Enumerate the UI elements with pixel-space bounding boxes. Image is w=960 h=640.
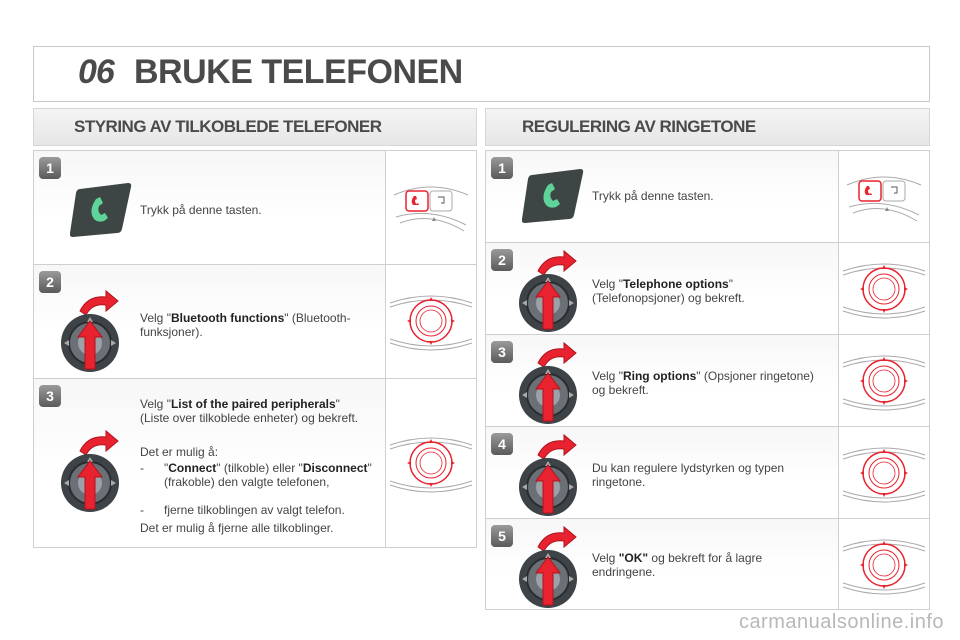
step-note: Det er mulig å: xyxy=(140,445,219,459)
dial-controls-figure xyxy=(838,519,929,609)
right-section-title: REGULERING AV RINGETONE xyxy=(522,117,756,136)
step-number-badge: 5 xyxy=(491,525,513,547)
step-footer-note: Det er mulig å fjerne alle tilkoblinger. xyxy=(140,521,334,535)
step-text: Trykk på denne tasten. xyxy=(592,189,714,203)
control-dial-icon xyxy=(842,263,926,319)
dial-controls-figure xyxy=(385,265,476,378)
left-step-2: 2 Velg "Bluetooth functions" (Bluetooth-… xyxy=(34,265,476,379)
step-number-badge: 3 xyxy=(39,385,61,407)
step-text: Velg "Telephone options" (Telefonopsjone… xyxy=(592,277,745,305)
bullet-dash: - xyxy=(140,503,144,517)
step-text: Velg "OK" og bekreft for å lagre endring… xyxy=(592,551,763,579)
right-section-header xyxy=(485,108,930,146)
steering-phone-icon xyxy=(393,186,469,232)
step-number-badge: 2 xyxy=(491,249,513,271)
right-step-5: 5 Velg "OK" og bekreft for å lagre endri… xyxy=(486,519,929,609)
header-band xyxy=(33,46,930,102)
footer-watermark: carmanualsonline.info xyxy=(738,611,944,633)
control-dial-icon xyxy=(842,447,926,503)
rotary-knob-icon xyxy=(518,434,578,517)
rotary-knob-icon xyxy=(518,342,578,425)
rotary-knob-icon xyxy=(60,290,120,373)
step-number-badge: 1 xyxy=(39,157,61,179)
dial-controls-figure xyxy=(838,243,929,334)
rotary-knob-icon xyxy=(60,430,120,513)
rotary-knob-icon xyxy=(518,250,578,333)
control-dial-icon xyxy=(389,295,473,351)
step-number-badge: 3 xyxy=(491,341,513,363)
right-steps-panel: 1 Trykk på denne tasten. 2 Velg "Telepho… xyxy=(485,150,930,610)
left-section-header xyxy=(33,108,477,146)
step-number-badge: 4 xyxy=(491,433,513,455)
right-step-3: 3 Velg "Ring options" (Opsjoner ringeton… xyxy=(486,335,929,427)
dial-controls-figure xyxy=(838,335,929,426)
control-dial-icon xyxy=(389,437,473,493)
rotary-knob-icon xyxy=(518,526,578,609)
right-step-2: 2 Velg "Telephone options" (Telefonopsjo… xyxy=(486,243,929,335)
phone-controls-figure xyxy=(385,151,476,264)
step-number-badge: 1 xyxy=(491,157,513,179)
phone-key-icon xyxy=(70,183,132,237)
step-text: Velg "Bluetooth functions" (Bluetooth-fu… xyxy=(140,311,351,339)
left-step-3: 3 Velg "List of the paired peripherals" … xyxy=(34,379,476,547)
control-dial-icon xyxy=(842,539,926,595)
chapter-number: 06 xyxy=(78,53,115,91)
step-text: Velg "List of the paired peripherals" (L… xyxy=(140,397,359,425)
dial-controls-figure xyxy=(838,427,929,518)
left-step-1: 1 Trykk på denne tasten. xyxy=(34,151,476,265)
steering-phone-icon xyxy=(846,176,922,222)
chapter-title: BRUKE TELEFONEN xyxy=(134,53,463,91)
left-section-title: STYRING AV TILKOBLEDE TELEFONER xyxy=(74,117,382,136)
dial-controls-figure xyxy=(385,379,476,547)
right-step-4: 4 Du kan regulere lydstyrken og typen ri… xyxy=(486,427,929,519)
control-dial-icon xyxy=(842,355,926,411)
bullet-remove: fjerne tilkoblingen av valgt telefon. xyxy=(164,503,345,517)
left-steps-panel: 1 Trykk på denne tasten. 2 Velg "Bluetoo… xyxy=(33,150,477,548)
step-text: Trykk på denne tasten. xyxy=(140,203,262,217)
step-number-badge: 2 xyxy=(39,271,61,293)
phone-key-icon xyxy=(522,169,584,223)
bullet-dash: - xyxy=(140,461,144,475)
right-step-1: 1 Trykk på denne tasten. xyxy=(486,151,929,243)
phone-controls-figure xyxy=(838,151,929,242)
step-text: Velg "Ring options" (Opsjoner ringetone)… xyxy=(592,369,814,397)
bullet-connect: "Connect" (tilkoble) eller "Disconnect" … xyxy=(164,461,372,489)
step-text: Du kan regulere lydstyrken og typen ring… xyxy=(592,461,785,489)
